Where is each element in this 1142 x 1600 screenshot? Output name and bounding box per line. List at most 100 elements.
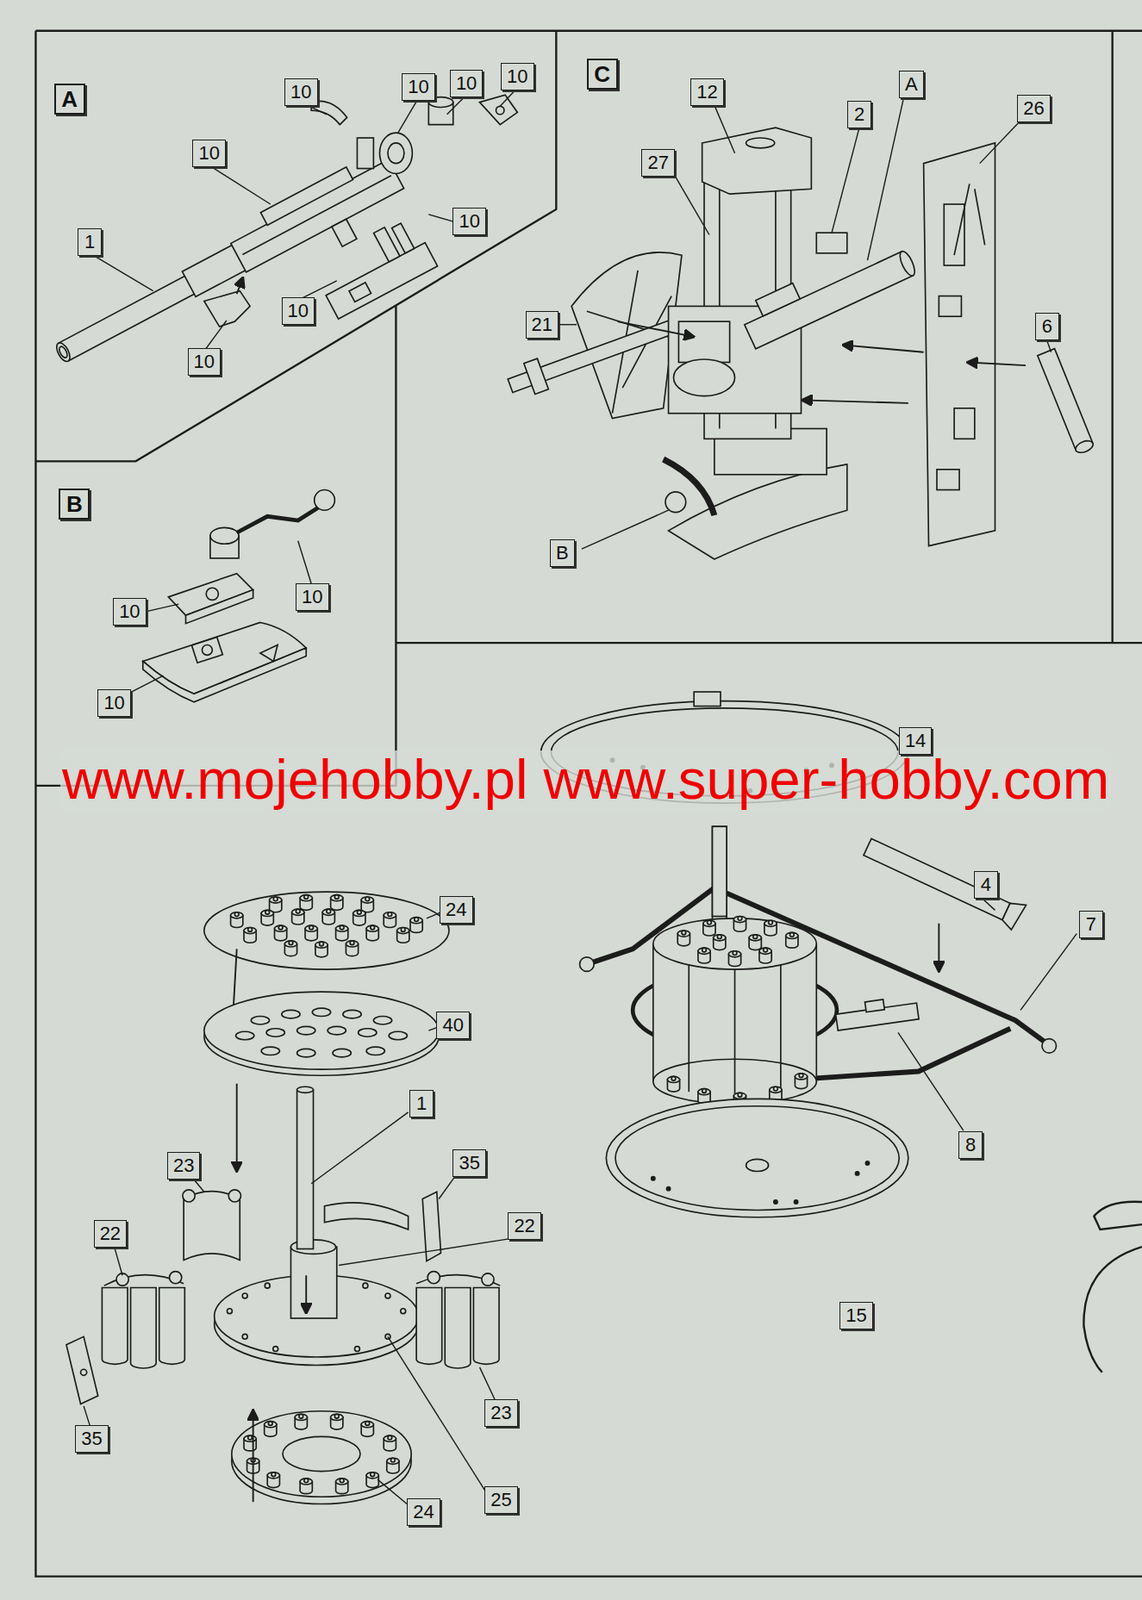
mount-drawing — [867, 99, 903, 261]
drum-carriage-drawing — [713, 935, 726, 951]
gun-barrel-drawing — [398, 98, 419, 133]
callout-number: 40 — [436, 1011, 469, 1040]
callout-number: 10 — [452, 207, 486, 236]
drum-parts-drawing — [361, 1422, 374, 1438]
mount-drawing — [897, 249, 918, 278]
drum-carriage-drawing — [667, 1076, 680, 1093]
drum-carriage-drawing — [764, 920, 777, 937]
drum-carriage-drawing — [786, 932, 799, 949]
gun-barrel-drawing — [209, 165, 271, 205]
mount-drawing — [673, 173, 710, 235]
drum-carriage-drawing — [711, 826, 727, 929]
drum-carriage-drawing — [999, 898, 1026, 932]
crank-drawing — [237, 505, 321, 533]
drum-parts-drawing — [264, 1422, 277, 1438]
callout-number: 25 — [484, 1486, 518, 1515]
drum-parts-drawing — [101, 1287, 128, 1365]
gun-barrel-drawing — [499, 87, 518, 107]
drum-parts-drawing — [299, 895, 313, 912]
drum-parts-drawing — [226, 1309, 232, 1315]
drum-parts-drawing — [204, 992, 439, 1070]
gun-barrel-drawing — [242, 175, 392, 256]
drum-carriage-drawing — [794, 1073, 807, 1090]
mount-drawing — [746, 137, 775, 149]
drum-parts-drawing — [362, 1283, 369, 1289]
callout-number: 10 — [295, 583, 329, 612]
drum-carriage-drawing — [793, 1200, 798, 1205]
mount-drawing — [678, 321, 730, 362]
mount-drawing — [954, 408, 975, 440]
gun-barrel-drawing — [54, 340, 74, 363]
panel-frame — [35, 31, 556, 462]
drum-parts-drawing — [373, 1017, 392, 1025]
drum-parts-drawing — [330, 895, 344, 912]
drum-parts-drawing — [383, 912, 396, 929]
drum-parts-drawing — [273, 1347, 279, 1353]
callout-number: 27 — [641, 149, 674, 177]
panel-frame — [395, 642, 1142, 644]
drum-parts-drawing — [159, 1287, 186, 1365]
gun-barrel-drawing — [237, 277, 244, 294]
drum-parts-drawing — [243, 1435, 256, 1452]
mount-drawing — [673, 359, 736, 397]
drum-carriage-drawing — [1020, 934, 1077, 1011]
drum-carriage-drawing — [864, 999, 885, 1013]
drum-parts-drawing — [182, 1190, 195, 1203]
crank-drawing — [210, 527, 239, 544]
mount-drawing — [505, 99, 1096, 560]
drum-parts-drawing — [267, 1472, 280, 1489]
panel-frame — [1110, 31, 1113, 643]
gun-barrel-drawing — [356, 137, 374, 169]
drum-parts-drawing — [299, 1478, 313, 1495]
drum-parts-drawing — [297, 1090, 314, 1250]
mount-drawing — [755, 283, 800, 317]
drum-parts-drawing — [428, 1028, 437, 1032]
gun-barrel-drawing — [428, 214, 453, 222]
gun-barrel-drawing — [204, 320, 227, 352]
drum-parts-drawing — [332, 1048, 351, 1057]
drum-parts-drawing — [361, 897, 374, 913]
callout-number: 10 — [449, 69, 483, 98]
drum-parts-drawing — [269, 897, 282, 913]
gun-barrel-drawing — [325, 243, 437, 319]
gun-barrel-drawing — [349, 282, 371, 303]
mount-drawing — [954, 183, 986, 256]
drum-parts-drawing — [282, 1436, 361, 1472]
drum-carriage-drawing — [773, 1200, 778, 1205]
mount-drawing — [702, 127, 812, 194]
drum-parts-drawing — [242, 1293, 248, 1299]
mount-drawing — [979, 120, 1021, 164]
drum-parts-drawing — [322, 909, 335, 925]
crank-drawing — [143, 604, 179, 612]
drum-parts-drawing — [274, 925, 288, 942]
callout-number: 10 — [284, 78, 318, 107]
callout-number: 21 — [525, 311, 559, 339]
drum-parts-drawing — [290, 1247, 337, 1319]
drum-parts-drawing — [338, 1239, 511, 1267]
drum-carriage-drawing — [780, 964, 782, 1093]
drum-carriage-drawing — [703, 920, 716, 937]
drum-parts-drawing — [377, 1479, 409, 1506]
drum-parts-drawing — [400, 1309, 406, 1315]
mount-drawing — [967, 362, 1026, 367]
mount-drawing — [938, 296, 962, 318]
callout-number: 1 — [409, 1090, 434, 1118]
callout-number: 12 — [690, 78, 724, 107]
panel-frame — [35, 30, 1142, 32]
drum-parts-drawing — [312, 1008, 331, 1017]
panel-frame — [35, 305, 396, 787]
drum-carriage-drawing — [898, 1032, 964, 1131]
drum-parts-drawing — [480, 1367, 496, 1401]
drum-parts-drawing — [311, 1112, 408, 1185]
drum-parts-drawing — [228, 1190, 241, 1203]
drum-parts-drawing — [292, 909, 305, 925]
panel-frame — [35, 31, 1142, 1578]
callout-number: 24 — [406, 1498, 440, 1527]
callout-number: 10 — [187, 348, 221, 376]
drum-parts-drawing — [305, 1275, 307, 1314]
drum-parts-drawing — [294, 1414, 307, 1430]
drum-parts-drawing — [231, 1411, 412, 1498]
drum-parts-drawing — [438, 1173, 457, 1200]
drum-carriage-drawing — [734, 969, 737, 1103]
